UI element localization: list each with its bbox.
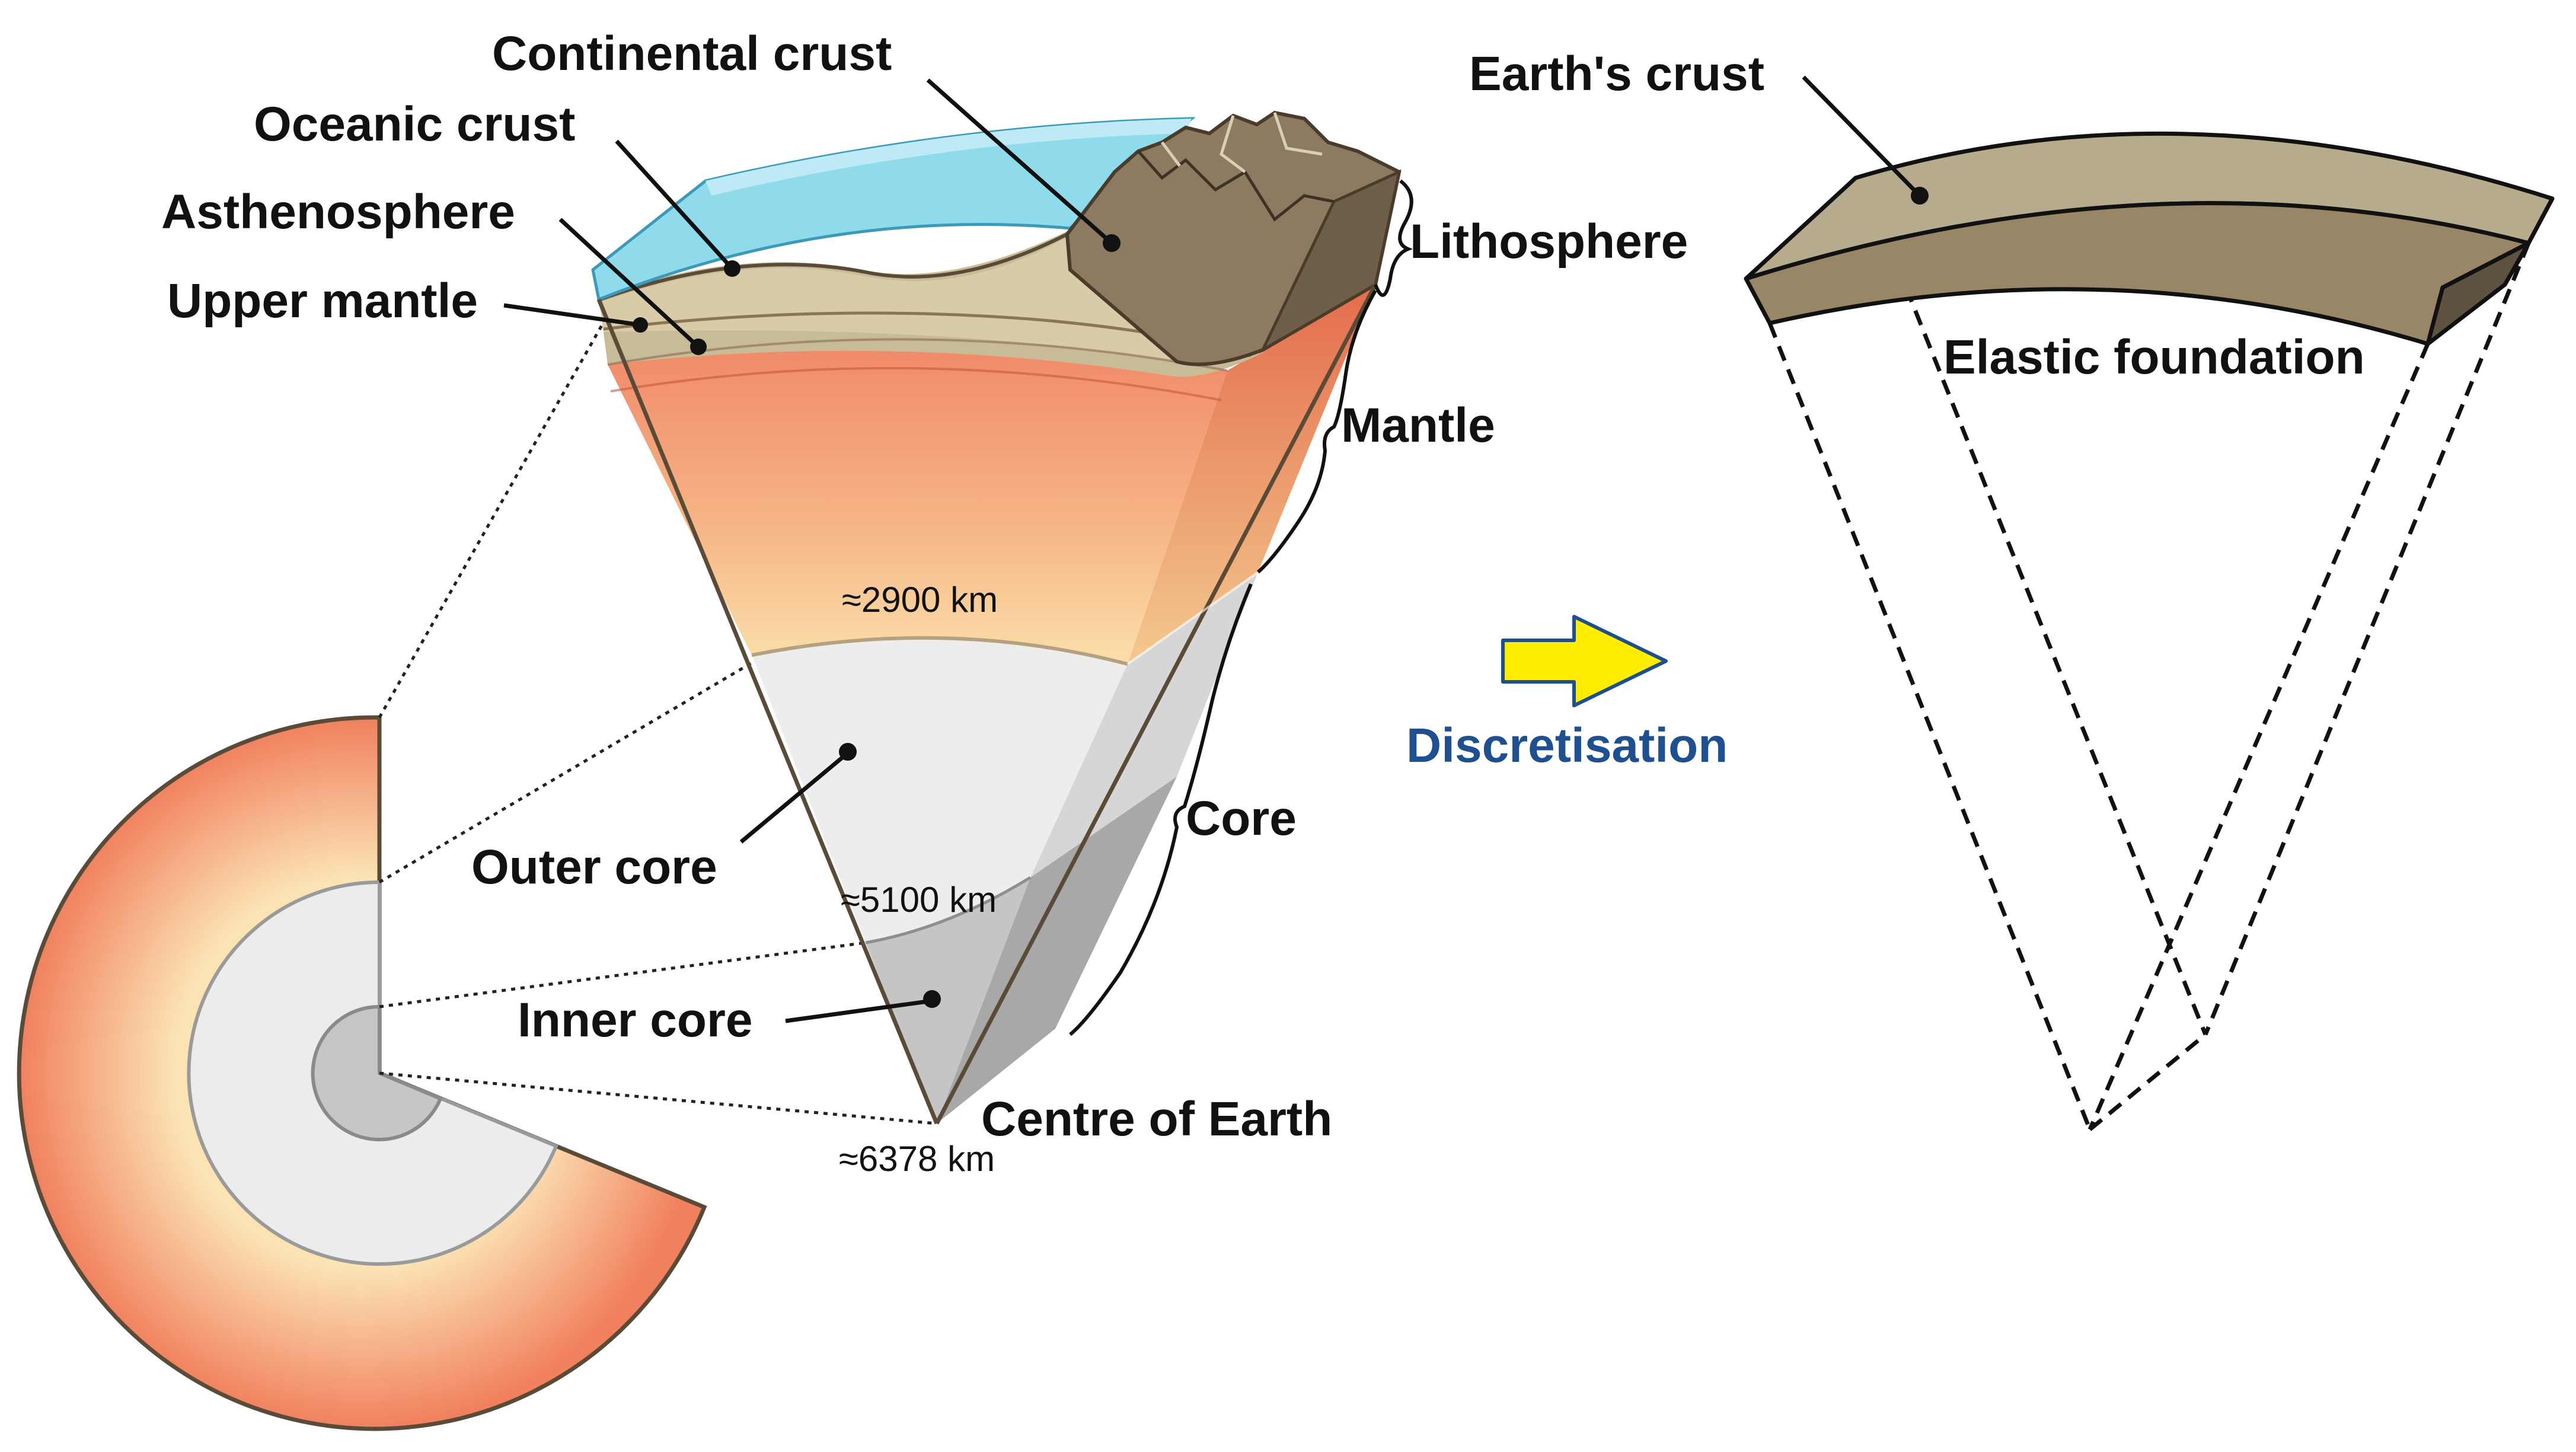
label-continental-crust: Continental crust <box>492 27 892 81</box>
label-core: Core <box>1186 792 1297 845</box>
globe-cross-section <box>17 715 707 1431</box>
depth-centre: ≈6378 km <box>839 1139 995 1179</box>
label-mantle: Mantle <box>1341 398 1495 452</box>
earth-wedge <box>591 110 1402 1125</box>
label-elastic-foundation: Elastic foundation <box>1943 330 2365 384</box>
discretisation-arrow: Discretisation <box>1406 615 1728 773</box>
projection-lines <box>378 319 937 1125</box>
label-lithosphere: Lithosphere <box>1410 215 1688 269</box>
depth-mantle-core: ≈2900 km <box>842 580 998 620</box>
label-centre-of-earth: Centre of Earth <box>981 1092 1332 1146</box>
label-inner-core: Inner core <box>518 993 752 1047</box>
arrow-right-icon <box>1501 615 1668 707</box>
label-asthenosphere: Asthenosphere <box>161 185 515 239</box>
label-oceanic-crust: Oceanic crust <box>254 97 575 151</box>
depth-outer-inner: ≈5100 km <box>841 880 997 920</box>
label-outer-core: Outer core <box>471 840 717 894</box>
plate-model: Earth's crust Elastic foundation <box>1469 47 2555 1131</box>
label-discretisation: Discretisation <box>1406 719 1728 773</box>
wedge-labels: Continental crust Oceanic crust Asthenos… <box>161 27 1688 1179</box>
label-upper-mantle: Upper mantle <box>167 274 478 328</box>
label-earths-crust: Earth's crust <box>1469 47 1764 101</box>
